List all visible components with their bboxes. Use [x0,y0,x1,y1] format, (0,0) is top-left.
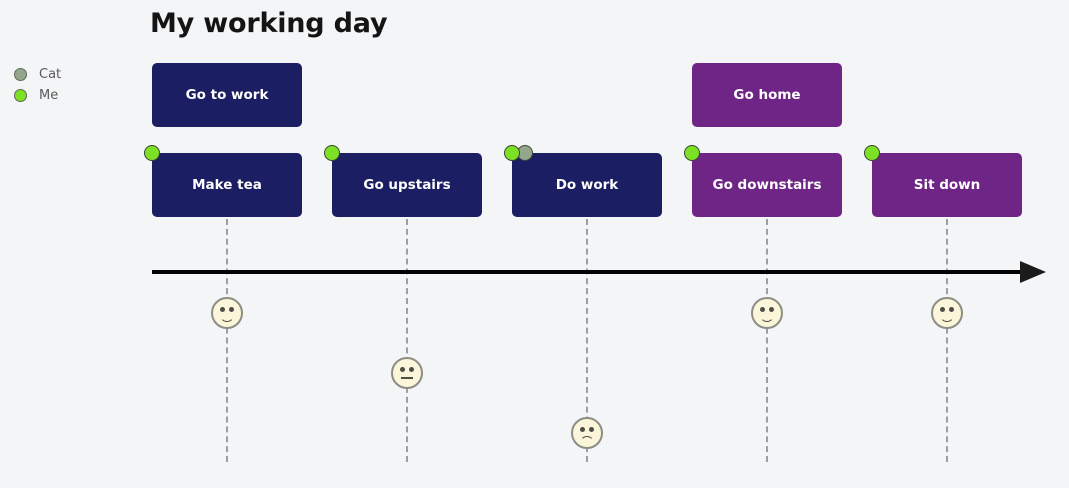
task-box[interactable]: Sit down [872,153,1022,217]
actor-dot-me[interactable] [504,145,520,161]
eye-icon [229,307,234,312]
eye-icon [589,427,594,432]
eye-icon [409,367,414,372]
mouth-icon [760,314,774,322]
task-box[interactable]: Go upstairs [332,153,482,217]
task-label: Go downstairs [712,176,822,193]
timeline-axis-line [152,270,1024,274]
task-box[interactable]: Make tea [152,153,302,217]
mood-face-neutral-icon [391,357,423,389]
task-box[interactable]: Go to work [152,63,302,127]
actor-dot-me[interactable] [324,145,340,161]
connector-line [946,219,948,462]
page-title: My working day [150,8,388,39]
mouth-icon [401,377,413,379]
legend-swatch-cat [14,68,27,81]
task-label: Do work [555,176,619,193]
connector-line [586,219,588,462]
legend-swatch-me [14,89,27,102]
timeline-arrow-icon [1020,261,1046,283]
task-box[interactable]: Go home [692,63,842,127]
eye-icon [220,307,225,312]
eye-icon [769,307,774,312]
task-label: Sit down [913,176,981,193]
eye-icon [760,307,765,312]
actor-dot-me[interactable] [864,145,880,161]
legend-label-me: Me [39,88,59,103]
task-label: Go upstairs [363,176,451,193]
mouth-icon [940,314,954,322]
task-label: Go home [733,86,801,103]
eye-icon [400,367,405,372]
actor-dot-me[interactable] [144,145,160,161]
connector-line [766,219,768,462]
connector-line [226,219,228,462]
mood-face-happy-icon [751,297,783,329]
legend-label-cat: Cat [39,67,62,82]
connector-line [406,219,408,462]
eye-icon [940,307,945,312]
task-box[interactable]: Do work [512,153,662,217]
legend-item-me: Me [14,85,124,106]
mood-face-happy-icon [931,297,963,329]
actor-dot-me[interactable] [684,145,700,161]
task-label: Make tea [192,176,262,193]
mouth-icon [220,314,234,322]
legend-item-cat: Cat [14,64,124,85]
eye-icon [949,307,954,312]
mood-face-sad-icon [571,417,603,449]
eye-icon [580,427,585,432]
mood-face-happy-icon [211,297,243,329]
task-label: Go to work [185,86,269,103]
mouth-icon [580,436,594,444]
task-box[interactable]: Go downstairs [692,153,842,217]
legend: Cat Me [14,64,124,106]
